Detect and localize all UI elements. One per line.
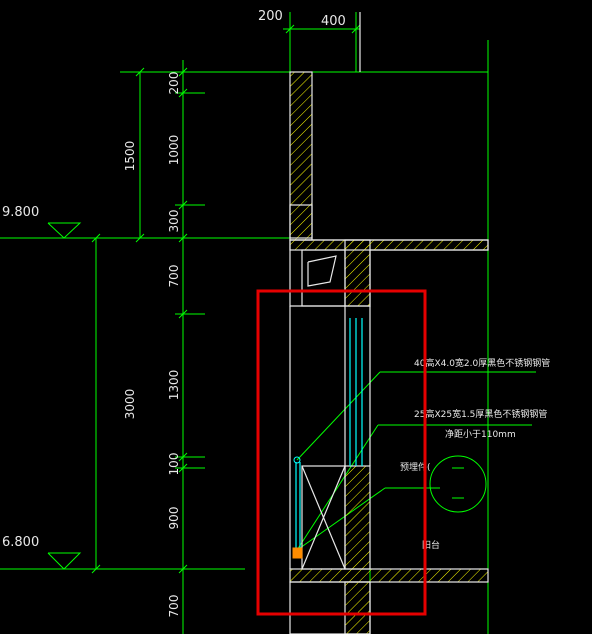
level-labels: 9.800 6.800: [2, 205, 39, 550]
highlight-box: [256, 289, 427, 616]
railing-base-anchor: [292, 547, 303, 559]
note-clear-gap: 净距小于110mm: [445, 428, 516, 440]
dim-top-right: 400: [321, 14, 346, 29]
dim-inner-8: 700: [167, 595, 181, 618]
dim-outer-2: 3000: [123, 389, 137, 420]
dim-inner-2: 1000: [167, 135, 181, 166]
top-dimension-labels: 200 400: [258, 9, 346, 29]
dim-inner-3: 300: [167, 210, 181, 233]
railing-glass: [295, 318, 363, 548]
dim-inner-7: 900: [167, 507, 181, 530]
dim-outer-1: 1500: [123, 141, 137, 172]
railing-post-top: [293, 456, 301, 464]
outer-left-dimension-labels: 1500 3000: [123, 141, 137, 420]
annotation-notes: 40高X4.0宽2.0厚黑色不锈钢钢管 25高X25宽1.5厚黑色不锈钢钢管 净…: [400, 357, 550, 551]
dim-inner-5: 1300: [167, 370, 181, 401]
level-lower: 6.800: [2, 535, 39, 550]
dim-inner-6: 100: [167, 453, 181, 476]
note-railing-bars: 25高X25宽1.5厚黑色不锈钢钢管: [414, 408, 547, 420]
dim-inner-1: 200: [167, 72, 181, 95]
level-upper: 9.800: [2, 205, 39, 220]
note-railing-top: 40高X4.0宽2.0厚黑色不锈钢钢管: [414, 357, 550, 369]
note-balcony: 阳台: [422, 539, 440, 551]
inner-left-dimension-labels: 200 1000 300 700 1300 100 900 700: [167, 72, 181, 618]
dim-inner-4: 700: [167, 265, 181, 288]
note-embedded-part: 预埋件(: [400, 461, 431, 473]
dim-top-left: 200: [258, 9, 283, 24]
structure-outlines: [289, 12, 489, 634]
dimension-lines: [0, 12, 536, 634]
